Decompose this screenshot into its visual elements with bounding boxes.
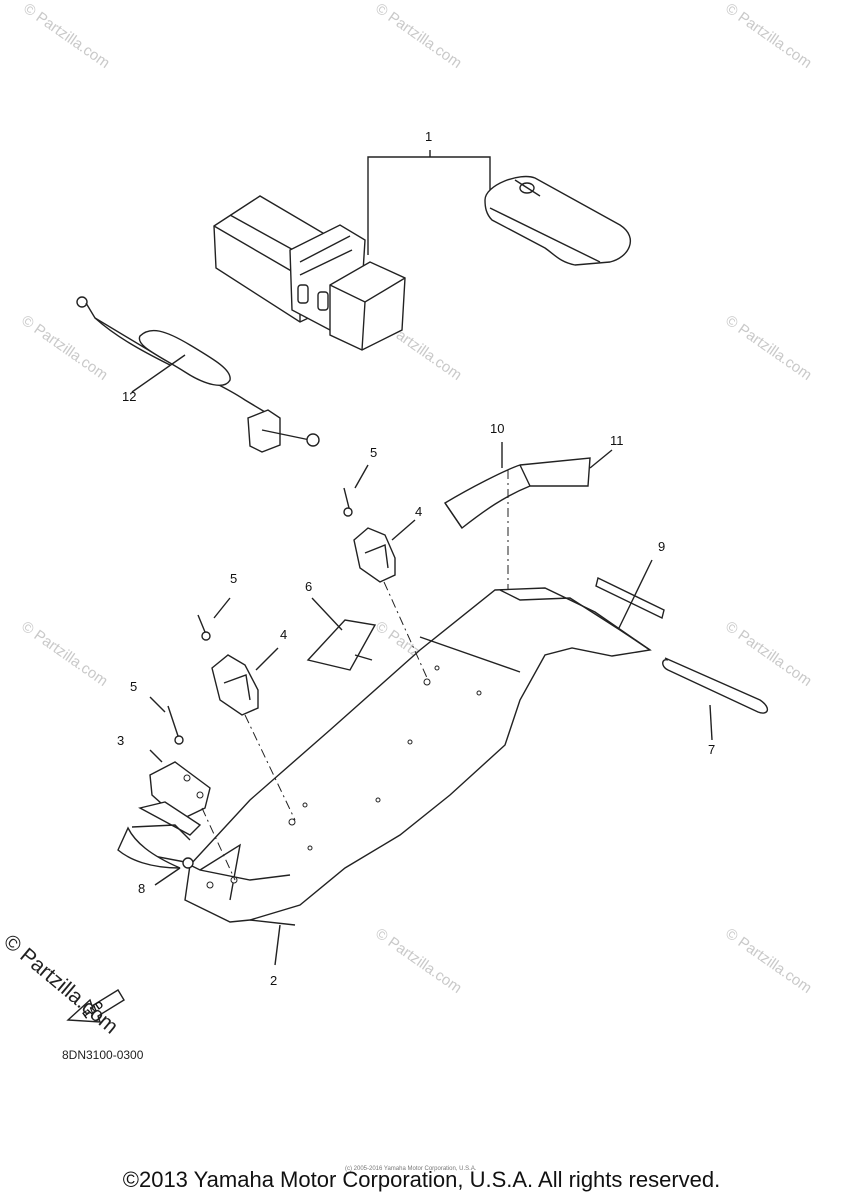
callout-6: 6 xyxy=(305,579,313,594)
part-4-clip-upper xyxy=(343,464,429,681)
callout-7: 7 xyxy=(708,742,716,757)
callout-8: 8 xyxy=(138,881,146,896)
fwd-arrow-icon xyxy=(66,989,125,1023)
callout-5-upper: 5 xyxy=(370,445,378,460)
callout-9: 9 xyxy=(658,539,666,554)
callout-1: 1 xyxy=(425,129,433,144)
callout-11: 11 xyxy=(610,433,624,448)
small-copyright: (c) 2005-2016 Yamaha Motor Corporation, … xyxy=(345,1166,477,1172)
callout-2: 2 xyxy=(270,973,278,988)
callout-12: 12 xyxy=(122,389,137,404)
part-10-11-labels xyxy=(444,442,613,612)
callout-5-middle: 5 xyxy=(230,571,238,586)
part-7-pin xyxy=(662,657,768,741)
diagram-code: 8DN3100-0300 xyxy=(62,1048,144,1062)
callout-10: 10 xyxy=(490,421,505,436)
callout-3: 3 xyxy=(117,733,125,748)
callout-4-lower: 4 xyxy=(280,627,288,642)
part-4-clip-lower xyxy=(197,597,296,821)
part-12-cable xyxy=(76,296,320,453)
callout-5-lower: 5 xyxy=(130,679,138,694)
part-2-plate xyxy=(184,587,652,966)
part-1-toolkit xyxy=(213,150,631,351)
part-6-label xyxy=(306,597,377,671)
copyright-footer: ©2013 Yamaha Motor Corporation, U.S.A. A… xyxy=(122,1167,721,1192)
part-9-rod xyxy=(595,559,665,631)
part-3-hinge xyxy=(117,696,236,886)
callout-4-upper: 4 xyxy=(415,504,423,519)
